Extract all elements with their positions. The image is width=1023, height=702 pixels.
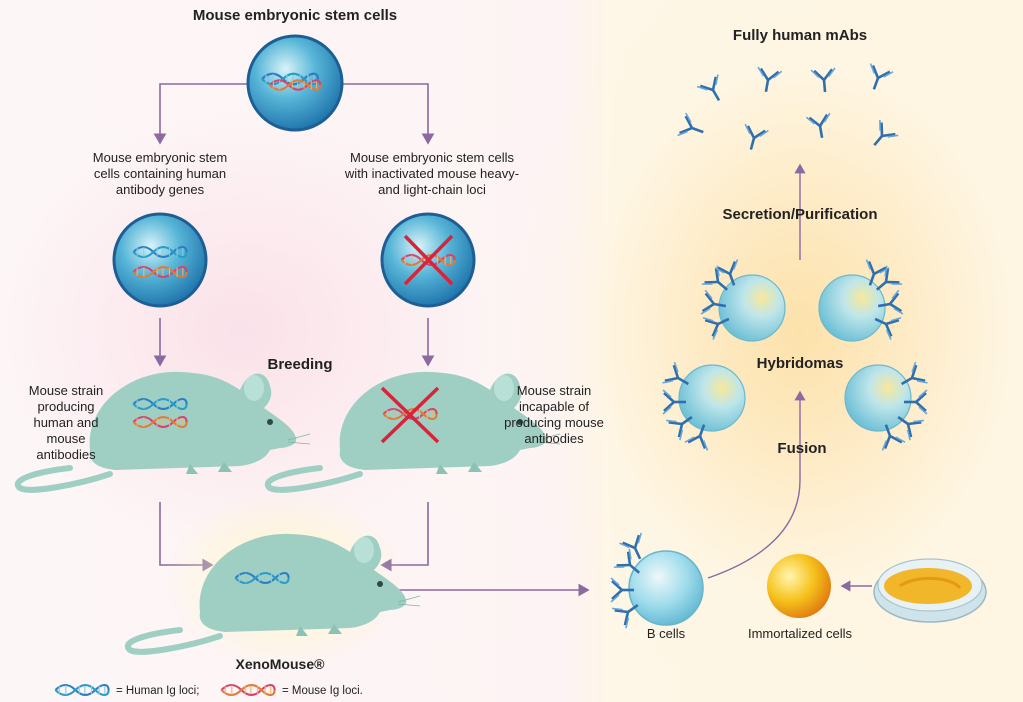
arrow-stem-to-inactivated (342, 83, 435, 145)
stem-cell-inactivated-circle (380, 212, 476, 308)
arrow-stem-to-human (153, 83, 248, 145)
mouse-strain-incapable (268, 372, 560, 490)
antibody-icons (676, 62, 900, 155)
label-stem-inactivated: Mouse embryonic stem cells with inactiva… (344, 150, 520, 197)
legend-human-text: = Human Ig loci; (116, 685, 200, 697)
xenomouse (128, 490, 420, 670)
arrows (153, 83, 872, 597)
immortalized-cell (767, 554, 831, 618)
label-breeding: Breeding (267, 356, 333, 373)
label-strain-human: Mouse strain producing human and mouse a… (28, 383, 104, 462)
label-hybridomas: Hybridomas (756, 355, 844, 372)
title-stem-cells: Mouse embryonic stem cells (192, 7, 398, 24)
petri-dish-icon (873, 558, 987, 623)
label-xenomouse: XenoMouse® (235, 656, 325, 672)
label-immortalized: Immortalized cells (747, 626, 853, 641)
label-strain-incapable: Mouse strain incapable of producing mous… (504, 383, 604, 446)
label-secretion: Secretion/Purification (722, 206, 878, 223)
label-b-cells: B cells (646, 626, 686, 641)
label-fusion: Fusion (777, 440, 827, 457)
b-cell (609, 531, 704, 630)
stem-cell-circle (246, 34, 344, 132)
legend-mouse-text: = Mouse Ig loci. (282, 685, 363, 697)
label-stem-human: Mouse embryonic stem cells containing hu… (92, 150, 228, 197)
arrow-fusion (707, 390, 806, 579)
hybridoma-cells (661, 258, 929, 452)
stem-cell-human-circle (112, 212, 208, 308)
title-fully-human: Fully human mAbs (732, 27, 868, 44)
legend-mouse-dna-icon (220, 683, 276, 697)
legend-human-dna-icon (54, 683, 110, 697)
